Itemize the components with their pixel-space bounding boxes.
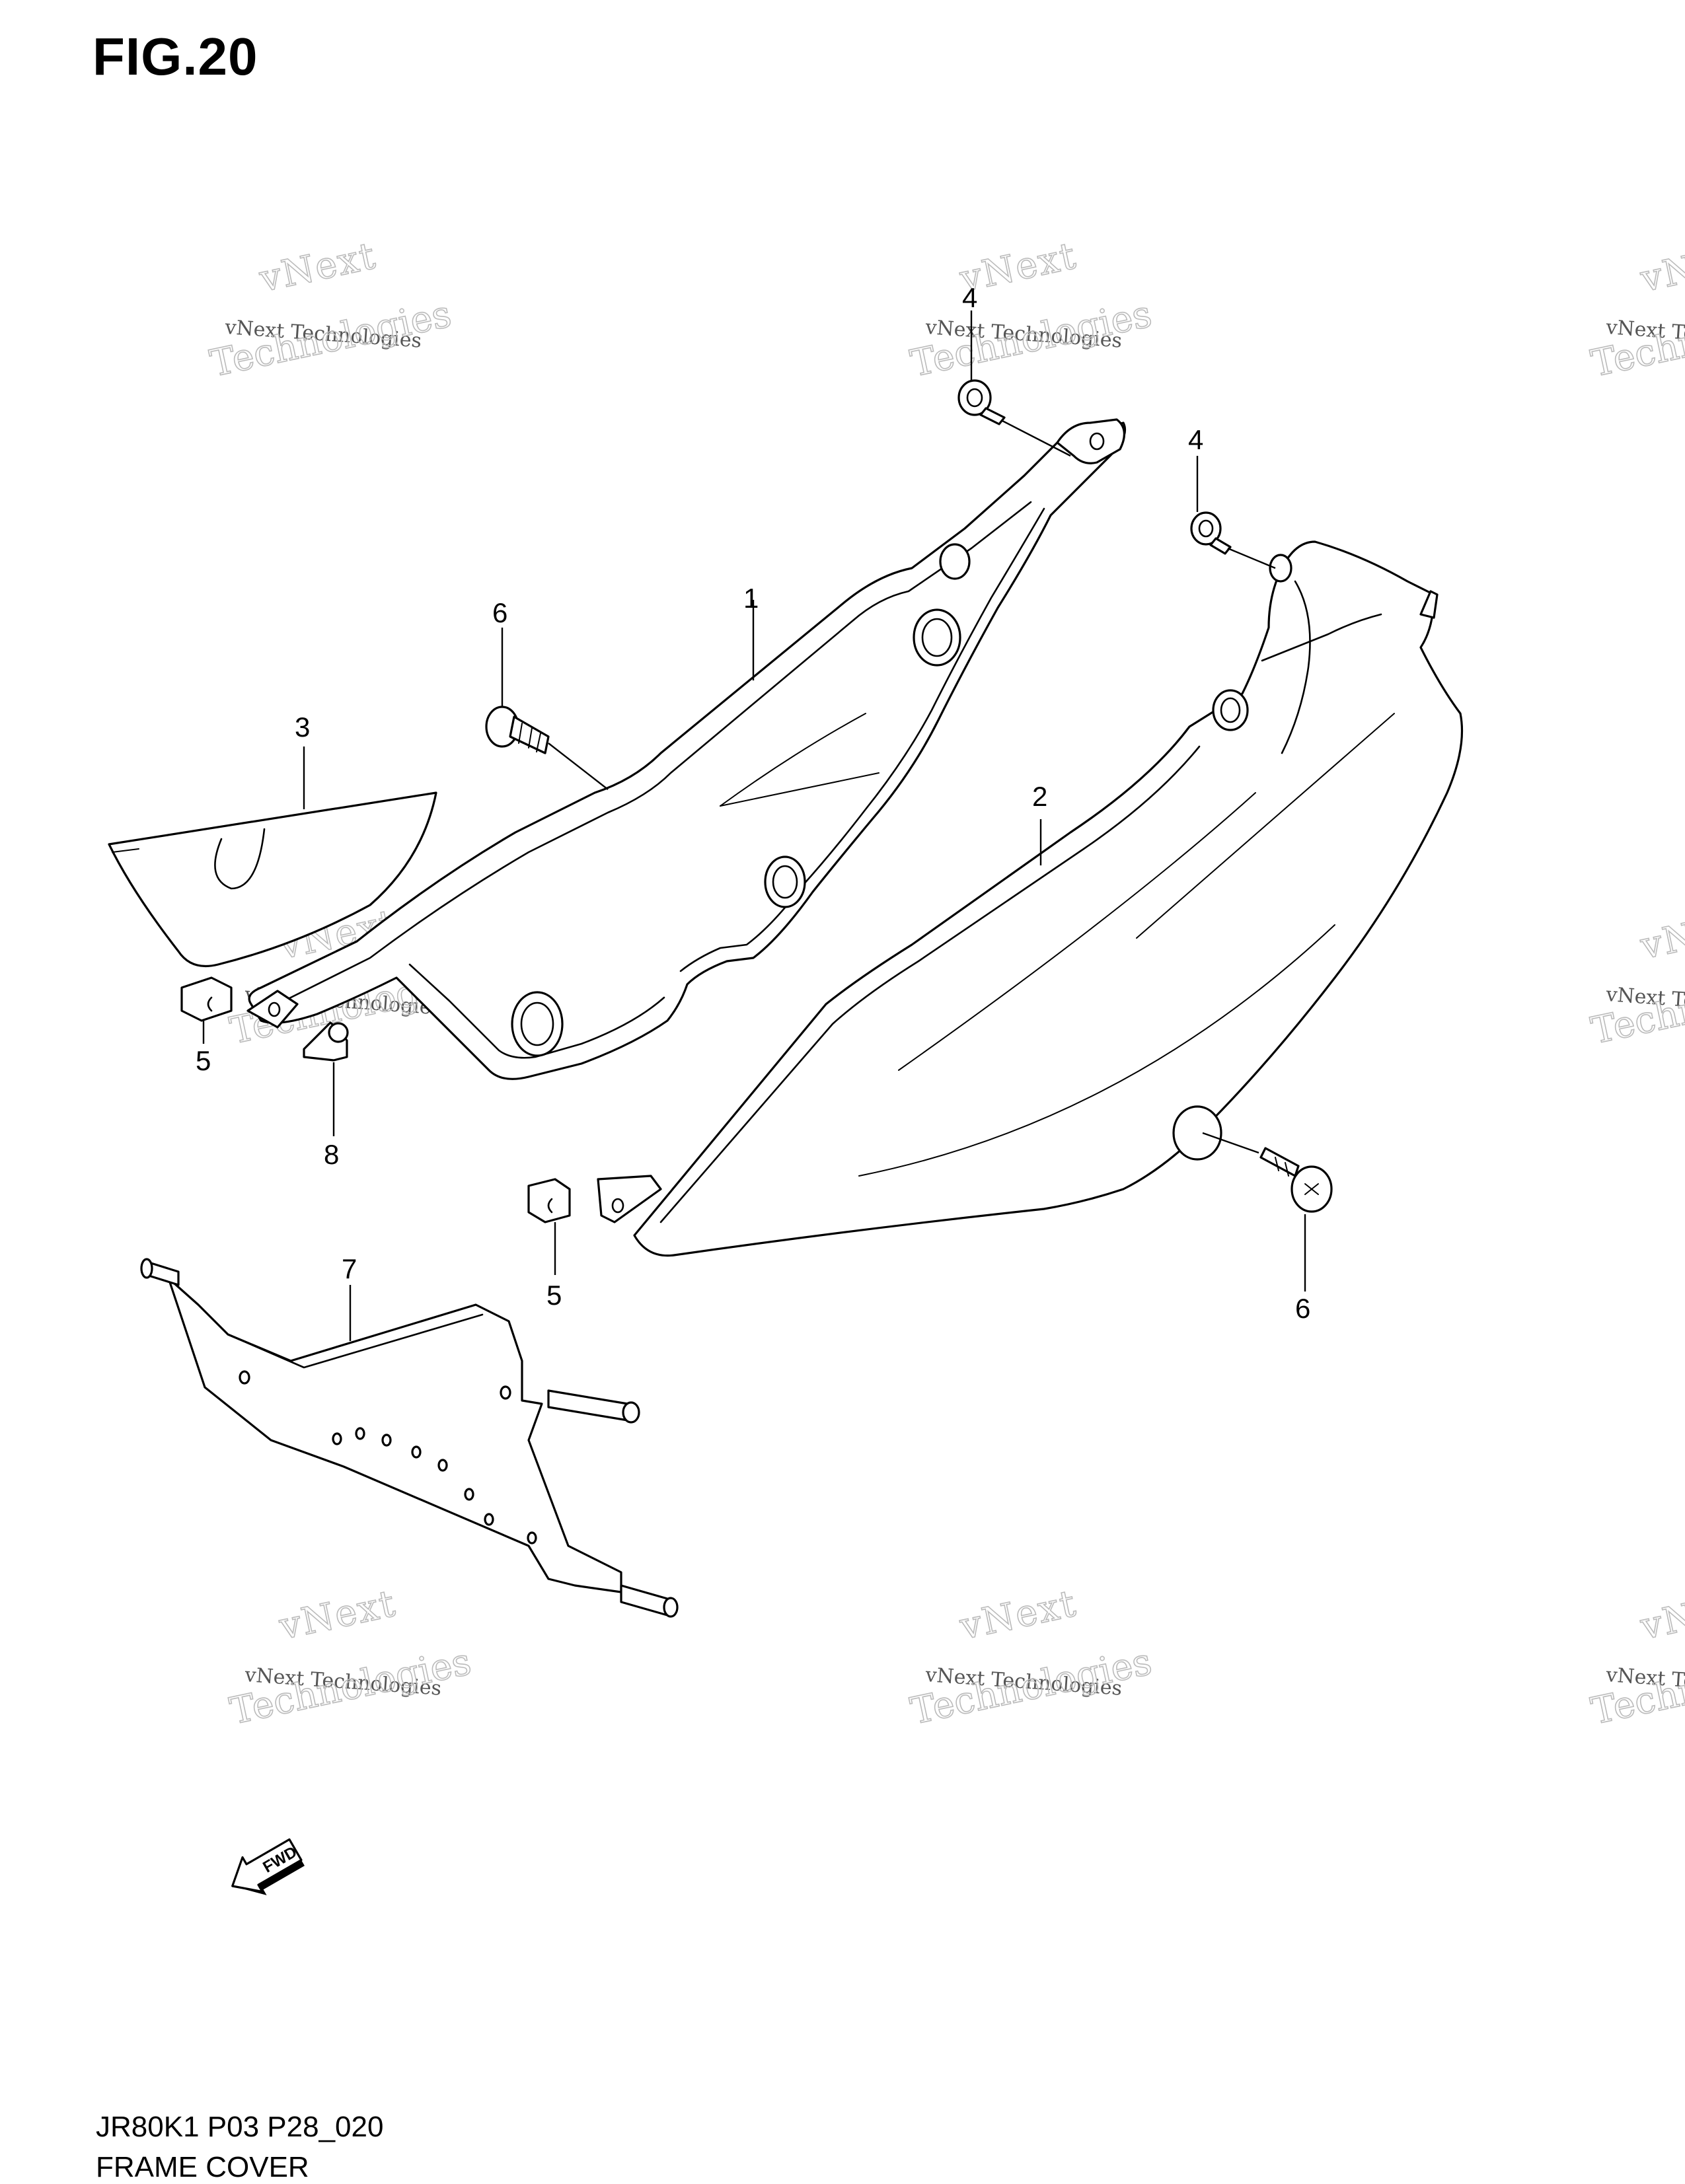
callout-6-right: 6 <box>1295 1293 1310 1324</box>
callout-5-right: 5 <box>546 1280 562 1311</box>
mount-hole <box>1212 689 1249 731</box>
part-5-clip-right[interactable] <box>527 1178 571 1223</box>
figure-title: FIG.20 <box>93 27 258 86</box>
part-7-bracket[interactable] <box>140 1258 679 1618</box>
part-4-bolt-upper[interactable] <box>957 379 1006 425</box>
watermark-text-technologies: Technologies <box>227 1640 475 1733</box>
watermark-text-technologies: Technologies <box>907 293 1156 386</box>
callout-3: 3 <box>295 711 310 743</box>
watermark-bottom-center: vNext vNext Technologies Technologies <box>907 1582 1156 1734</box>
watermark-text-vnext: vNext <box>275 1582 399 1649</box>
watermark-text-technologies: Technologies <box>907 1640 1156 1733</box>
part-6-screw-left[interactable] <box>485 706 550 754</box>
part-8-grommet[interactable] <box>303 1021 349 1062</box>
watermark-top-center: vNext vNext Technologies Technologies <box>907 234 1156 386</box>
figure-name: FRAME COVER <box>96 2151 309 2183</box>
watermark-text-technologies: Technologies <box>1588 293 1685 386</box>
part-3-cover-plate[interactable] <box>108 791 437 968</box>
watermark-bottom-right: vNext vNext Technologies Technologies <box>1587 1582 1685 1734</box>
watermark-mid-right: vNext vNext Technologies Technologies <box>1587 901 1685 1054</box>
callout-labels: 1 2 3 4 4 5 5 6 6 7 8 <box>196 282 1310 1324</box>
mount-hole <box>939 543 971 580</box>
watermark-top-left: vNext vNext Technologies Technologies <box>206 234 456 386</box>
mount-hole <box>1172 1105 1222 1161</box>
watermark-bottom-left: vNext vNext Technologies Technologies <box>226 1582 476 1734</box>
watermark-text-technologies: Technologies <box>207 293 455 386</box>
figure-code: JR80K1 P03 P28_020 <box>96 2111 384 2143</box>
forward-direction-arrow: FWD <box>231 1838 305 1895</box>
mount-hole <box>913 608 961 667</box>
watermark-text-vnext: vNext <box>255 235 379 301</box>
watermark-text-vnext: vNext <box>955 1582 1080 1649</box>
watermark-text-vnext: vNext <box>1636 902 1685 968</box>
callout-5-left: 5 <box>196 1045 211 1076</box>
callout-4-upper: 4 <box>962 282 977 313</box>
leader-lines <box>202 310 1306 1341</box>
watermark-text-technologies: Technologies <box>1588 1640 1685 1733</box>
part-2-right-side-cover[interactable] <box>597 540 1464 1257</box>
watermark-text-vnext: vNext <box>1636 1582 1685 1649</box>
callout-1: 1 <box>743 583 759 614</box>
watermark-text-technologies: Technologies <box>1588 960 1685 1053</box>
part-5-clip-left[interactable] <box>180 976 233 1022</box>
part-1-left-frame-cover[interactable] <box>246 418 1127 1080</box>
callout-7: 7 <box>342 1253 357 1284</box>
callout-8: 8 <box>324 1139 339 1170</box>
watermark-top-right: vNext vNext Technologies Technologies <box>1587 234 1685 386</box>
callout-2: 2 <box>1032 781 1047 812</box>
mount-hole <box>1269 554 1292 583</box>
mount-hole <box>764 855 806 908</box>
part-4-bolt-lower[interactable] <box>1190 511 1232 555</box>
callout-6-left: 6 <box>492 597 507 628</box>
watermark-text-vnext: vNext <box>1636 235 1685 301</box>
part-6-screw-right[interactable] <box>1259 1147 1333 1213</box>
mount-hole <box>511 991 564 1057</box>
callout-4-lower: 4 <box>1188 424 1203 455</box>
